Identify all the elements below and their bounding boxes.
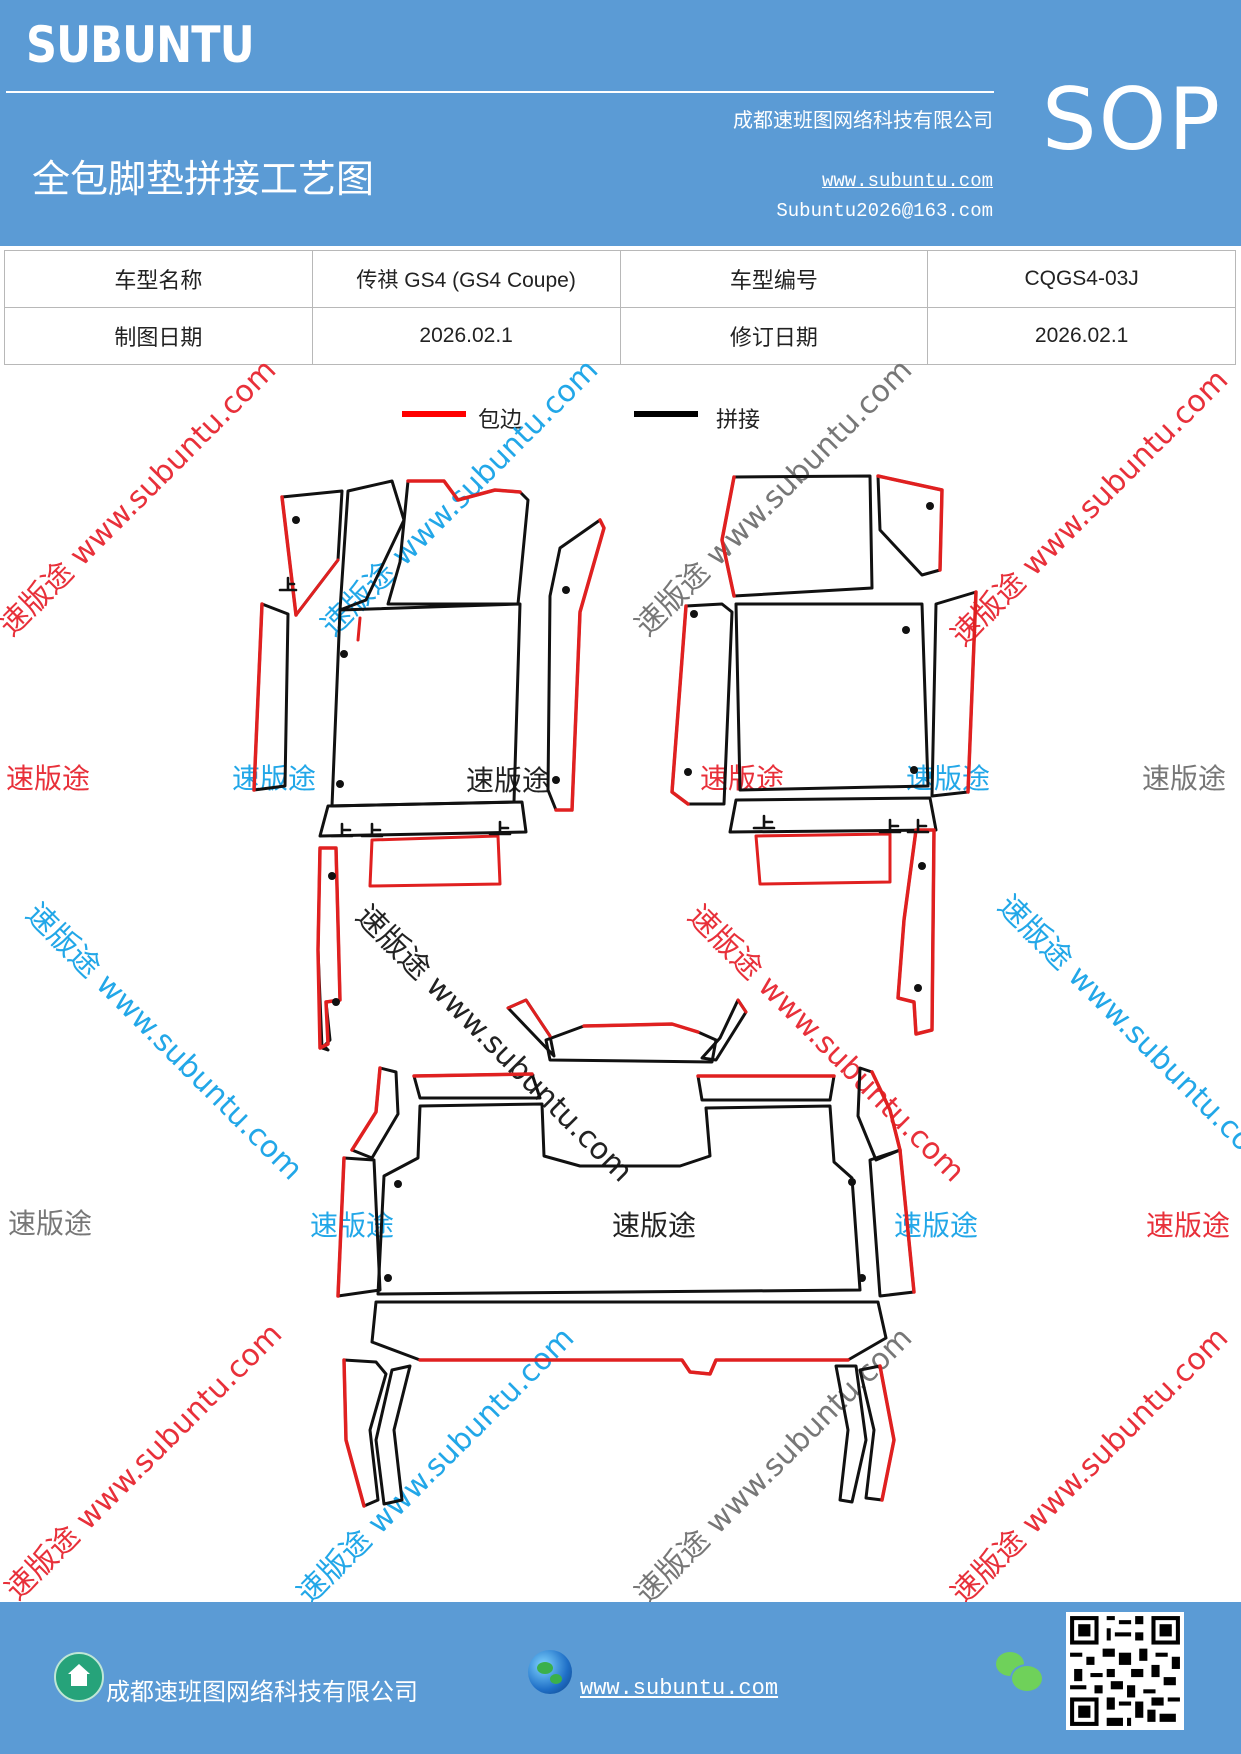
label-model-code: 车型编号 (619, 250, 929, 308)
watermark-label: 速版途 (612, 1209, 697, 1242)
header-divider (6, 91, 994, 93)
watermark-label: 速版途 (1146, 1209, 1231, 1242)
home-icon (54, 1652, 104, 1702)
sop-badge: SOP (1042, 70, 1223, 170)
watermark-label: 速版途 (8, 1207, 93, 1240)
company-name: 成都速班图网络科技有限公司 (733, 108, 993, 132)
label-draw-date: 制图日期 (4, 307, 313, 365)
table-row: 制图日期 2026.02.1 修订日期 2026.02.1 (4, 307, 1236, 365)
floor-mat-diagram (252, 474, 978, 1508)
brand-logo: SUBUNTU (26, 16, 255, 74)
qr-code (1066, 1612, 1184, 1730)
info-table: 车型名称 传祺 GS4 (GS4 Coupe) 车型编号 CQGS4-03J 制… (4, 250, 1236, 365)
website-link[interactable]: www.subuntu.com (821, 170, 993, 192)
join-marks (278, 576, 930, 838)
driver-front-mat (252, 479, 606, 1052)
page-title: 全包脚垫拼接工艺图 (32, 157, 375, 201)
table-row: 车型名称 传祺 GS4 (GS4 Coupe) 车型编号 CQGS4-03J (4, 250, 1236, 308)
watermark-label: 速版途 (1142, 762, 1227, 795)
watermark-label: 速版途 (232, 762, 317, 795)
watermark-label: 速版途 (906, 762, 991, 795)
footer-company-name: 成都速班图网络科技有限公司 (106, 1678, 418, 1706)
legend-join-swatch (634, 411, 698, 417)
value-model-name: 传祺 GS4 (GS4 Coupe) (311, 250, 621, 308)
label-revise-date: 修订日期 (619, 307, 929, 365)
legend-edge-swatch (402, 411, 466, 417)
value-draw-date: 2026.02.1 (311, 307, 621, 365)
value-model-code: CQGS4-03J (927, 250, 1236, 308)
footer-website-link[interactable]: www.subuntu.com (580, 1676, 779, 1701)
value-revise-date: 2026.02.1 (927, 307, 1236, 365)
qr-code-pattern (1070, 1616, 1180, 1726)
header-band (0, 0, 1241, 246)
wechat-icon[interactable] (996, 1652, 1044, 1693)
rear-mat (336, 998, 916, 1508)
legend-join-label: 拼接 (716, 408, 761, 433)
watermark-label: 速版途 (6, 762, 91, 795)
legend-edge-label: 包边 (478, 408, 523, 433)
passenger-front-mat (670, 474, 978, 1036)
label-model-name: 车型名称 (4, 250, 313, 308)
globe-icon (528, 1650, 572, 1694)
email-address: Subuntu2026@163.com (776, 200, 993, 222)
watermark-label: 速版途 (466, 764, 551, 797)
